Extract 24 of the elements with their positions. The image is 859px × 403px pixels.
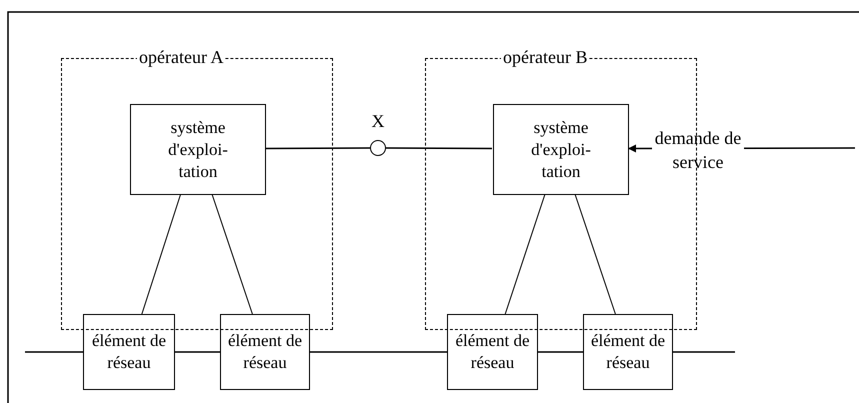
process-box [220,314,310,390]
connector-line [175,351,220,353]
connector-line [211,194,253,314]
box-label: élément de réseau [590,330,666,374]
connector-line [574,194,616,314]
interface-label: X [370,110,386,132]
process-box [583,314,673,390]
process-box [493,104,629,195]
connector-line [538,351,583,353]
box-label: élément de réseau [226,330,304,374]
connector-line [673,351,735,353]
box-label: élément de réseau [454,330,531,374]
box-label: élément de réseau [90,330,168,374]
box-label: système d'exploi- tation [167,116,229,182]
box-label: système d'exploi- tation [530,116,592,182]
process-box [130,104,266,195]
connector-line [141,194,182,314]
connector-line [504,194,546,314]
process-box [447,314,538,390]
connector-line [265,147,370,150]
connector-line [310,351,447,353]
connector-line [25,351,83,353]
process-box [83,314,175,390]
connector-line [386,147,492,150]
